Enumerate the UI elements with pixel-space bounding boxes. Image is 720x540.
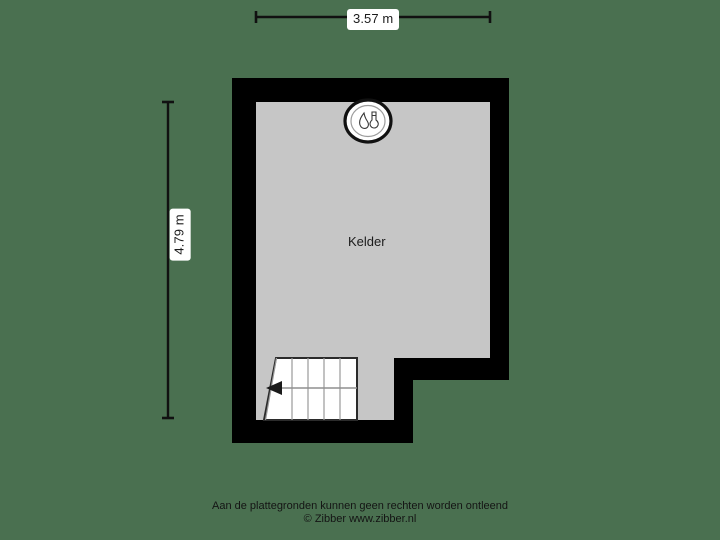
footer-line-disclaimer: Aan de plattegronden kunnen geen rechten… xyxy=(211,500,508,512)
dimension-left xyxy=(162,100,174,420)
stairs-down-arrow-icon xyxy=(266,381,282,395)
dimension-top-label: 3.57 m xyxy=(347,9,400,30)
staircase xyxy=(262,357,358,421)
staircase-outline xyxy=(262,357,358,421)
boiler-icon xyxy=(343,98,393,144)
room-floor-kelder xyxy=(256,102,490,420)
boiler-icon-inner-ring xyxy=(350,104,386,138)
footer-disclaimer: Aan de plattegronden kunnen geen rechten… xyxy=(0,500,720,526)
boiler-icon-flame xyxy=(359,111,369,129)
room-label-kelder: Kelder xyxy=(348,234,386,249)
footer-line-copyright: © Zibber www.zibber.nl xyxy=(303,513,417,525)
dimension-left-label: 4.79 m xyxy=(169,208,191,261)
